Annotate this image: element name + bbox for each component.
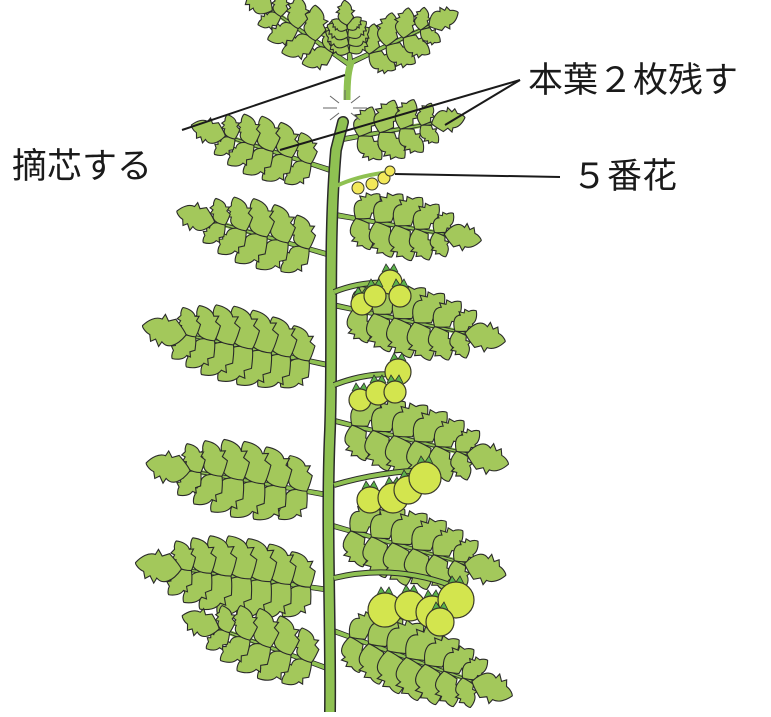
keep-two-leaves-label: 本葉２枚残す	[528, 64, 738, 99]
tomato-fruit	[426, 608, 454, 636]
compound-leaf	[324, 261, 515, 385]
compound-leaf	[180, 89, 342, 206]
tomato-fruit	[364, 285, 386, 307]
pinch-label: 摘芯する	[12, 150, 152, 185]
flower-bud	[385, 166, 395, 176]
tomato-fruit	[389, 285, 411, 307]
fifth-flower-callout-line	[395, 174, 560, 177]
flower-bud	[366, 178, 378, 190]
flower-bud	[352, 182, 364, 194]
tomato-fruit	[409, 462, 441, 494]
compound-leaf	[138, 416, 336, 542]
fifth-flower-cluster	[336, 166, 395, 194]
compound-leaf	[165, 171, 341, 294]
keep-leaves-callout-line-2	[445, 80, 520, 125]
fifth-flower-label: ５番花	[572, 160, 677, 195]
fruit-truss	[334, 353, 411, 411]
compound-leaf	[133, 279, 338, 411]
pinched-top-stem	[347, 60, 352, 100]
tomato-fruit	[384, 381, 406, 403]
